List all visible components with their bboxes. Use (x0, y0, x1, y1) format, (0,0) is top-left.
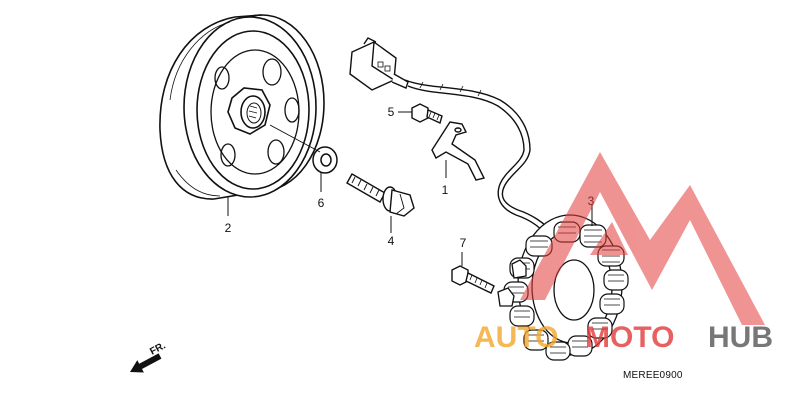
callout-part-7: 7 (460, 236, 467, 250)
front-direction-label: FR. (148, 340, 168, 357)
watermark-text-hub: HUB (708, 321, 773, 354)
callout-part-6: 6 (318, 196, 325, 210)
watermark-text-auto: AUTO (474, 321, 558, 354)
watermark-text: AUTO MOTO HUB (474, 321, 773, 354)
wire-clamp (431, 121, 486, 181)
callout-part-2: 2 (225, 221, 232, 235)
small-bolt-stator (451, 265, 495, 294)
assembly-line-washer (269, 124, 321, 153)
diagram-code: MEREE0900 (623, 370, 683, 381)
wire-harness (404, 79, 556, 241)
washer (312, 146, 338, 174)
flywheel-rotor (159, 14, 325, 200)
callout-part-1: 1 (442, 183, 449, 197)
callout-part-4: 4 (388, 234, 395, 248)
callout-part-5: 5 (388, 105, 395, 119)
flange-bolt (346, 173, 415, 217)
front-direction-arrow-icon (130, 353, 162, 373)
watermark-logo-icon (520, 152, 765, 325)
small-bolt-top (411, 103, 443, 124)
wire-connector (349, 37, 409, 91)
watermark-text-moto: MOTO (585, 321, 674, 354)
